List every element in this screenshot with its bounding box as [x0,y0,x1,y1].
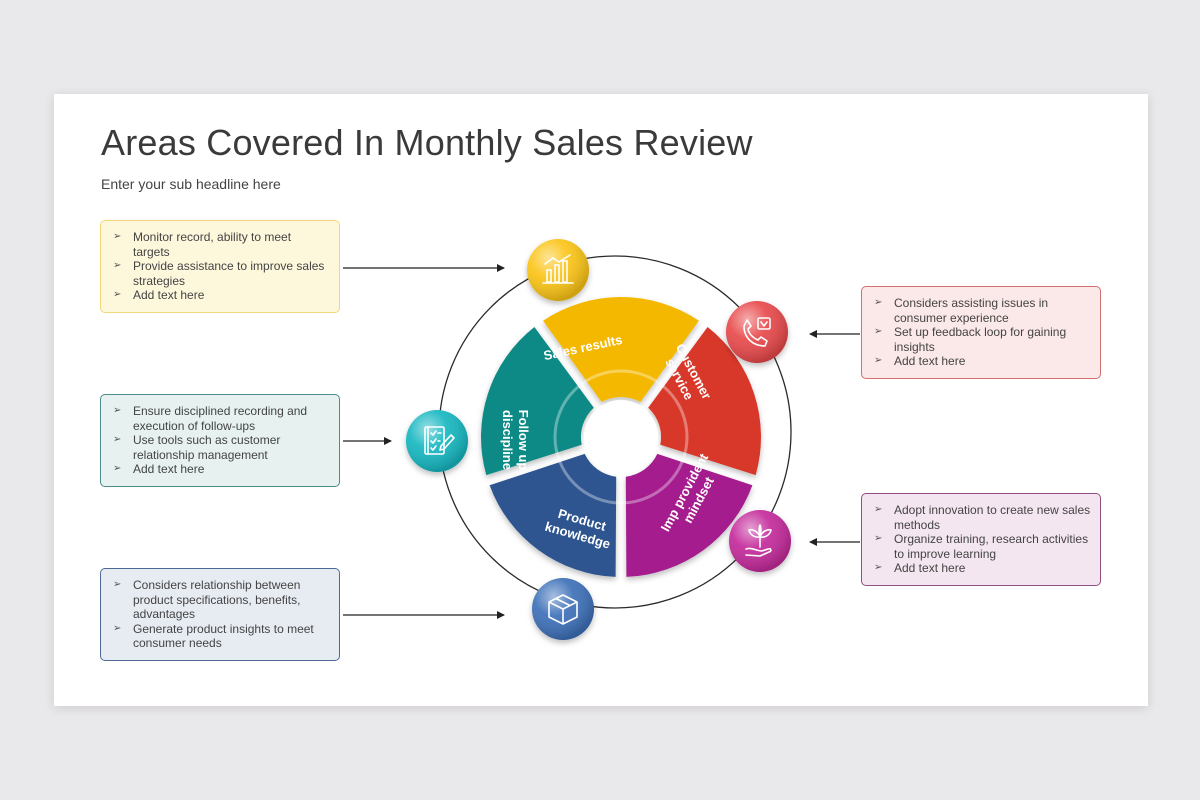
bullet-item: Generate product insights to meet consum… [111,622,331,651]
phone-support-icon [726,301,788,363]
bullet-item: Add text here [872,561,1092,576]
center-hub [584,400,658,474]
text-box-sales-results: Monitor record, ability to meet targets … [100,220,340,313]
text-box-follow-up-discipline: Ensure disciplined recording and executi… [100,394,340,487]
segment-customer-service [648,327,761,476]
label-follow-up: Follow up discipline [500,410,531,471]
text-box-imp-provident-mindset: Adopt innovation to create new sales met… [861,493,1101,586]
text-box-product-knowledge: Considers relationship between product s… [100,568,340,661]
inner-ring [553,369,689,505]
bullet-item: Set up feedback loop for gaining insight… [872,325,1092,354]
bullet-item: Provide assistance to improve sales stra… [111,259,331,288]
segment-label: discipline [500,410,515,470]
segment-product-knowledge [489,453,617,577]
page-title: Areas Covered In Monthly Sales Review [101,122,753,163]
bullet-item: Organize training, research activities t… [872,532,1092,561]
bullet-item: Monitor record, ability to meet targets [111,230,331,259]
page-subtitle: Enter your sub headline here [101,176,281,192]
checklist-icon [406,410,468,472]
bullet-item: Adopt innovation to create new sales met… [872,503,1092,532]
segment-label: Follow up [516,410,531,471]
box-icon [532,578,594,640]
bullet-item: Considers assisting issues in consumer e… [872,296,1092,325]
bullet-item: Considers relationship between product s… [111,578,331,622]
bullet-item: Ensure disciplined recording and executi… [111,404,331,433]
plant-hand-icon [729,510,791,572]
segment-sales-results [543,297,699,402]
bullet-item: Use tools such as customer relationship … [111,433,331,462]
cycle-diagram: Sales results Customer service Imp provi… [343,239,860,640]
bar-chart-icon [527,239,589,301]
segment-follow-up-discipline [481,327,594,476]
text-box-customer-service: Considers assisting issues in consumer e… [861,286,1101,379]
bullet-item: Add text here [111,462,331,477]
bullet-item: Add text here [872,354,1092,369]
slide: Areas Covered In Monthly Sales Review En… [54,94,1148,706]
bullet-item: Add text here [111,288,331,303]
segment-imp-provident-mindset [625,453,753,577]
